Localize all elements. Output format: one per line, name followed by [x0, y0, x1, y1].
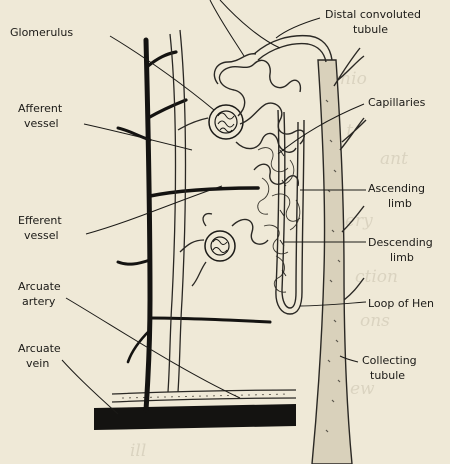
- arcuate-vein-shape: [94, 404, 296, 430]
- svg-text:ant: ant: [380, 149, 408, 169]
- label-arcuate-artery-line1: Arcuate: [18, 280, 61, 293]
- label-ascending-line1: Ascending: [368, 182, 425, 195]
- label-distal-line1: Distal convoluted: [325, 8, 421, 21]
- labels: Glomerulus Afferent vessel Efferent vess…: [10, 8, 434, 382]
- background-page-text: ohio h t ant ery ction ons ew ill: [130, 69, 408, 461]
- glomerulus-upper: [208, 104, 244, 140]
- arcuate-artery-stipple: [121, 393, 291, 399]
- label-descending-line2: limb: [390, 251, 414, 264]
- svg-text:ill: ill: [130, 441, 146, 461]
- leader-arcuate-artery: [65, 297, 241, 399]
- label-collecting-line1: Collecting: [362, 354, 417, 367]
- loop-of-henle: [275, 109, 305, 315]
- collecting-tubule: [253, 34, 367, 464]
- leader-distal-2: [219, 0, 281, 49]
- label-afferent-line2: vessel: [24, 117, 59, 130]
- leader-lines: [61, 0, 367, 415]
- label-collecting-line2: tubule: [370, 369, 405, 382]
- label-loop: Loop of Hen: [368, 297, 434, 310]
- svg-text:ons: ons: [360, 311, 390, 331]
- capillary-network: [257, 147, 301, 293]
- label-efferent-line2: vessel: [24, 229, 59, 242]
- label-glomerulus: Glomerulus: [10, 26, 73, 39]
- leader-efferent: [85, 185, 223, 235]
- svg-text:ery: ery: [345, 211, 373, 231]
- svg-text:ohio: ohio: [330, 69, 367, 89]
- label-descending-line1: Descending: [368, 236, 433, 249]
- label-capillaries: Capillaries: [368, 96, 426, 109]
- interlobular-artery: [167, 29, 209, 393]
- label-arcuate-vein-line2: vein: [26, 357, 49, 370]
- leader-distal-3: [275, 17, 321, 39]
- leader-distal-1: [209, 0, 245, 57]
- label-efferent-line1: Efferent: [18, 214, 62, 227]
- label-arcuate-vein-line1: Arcuate: [18, 342, 61, 355]
- svg-text:ew: ew: [350, 379, 375, 399]
- leader-loop: [299, 301, 367, 307]
- svg-text:ction: ction: [355, 267, 398, 287]
- leader-glomerulus: [109, 35, 215, 111]
- leader-collecting: [339, 355, 359, 363]
- leader-afferent: [83, 123, 193, 151]
- glomerulus-lower: [191, 212, 236, 287]
- leader-arcuate-vein: [61, 359, 119, 415]
- arcuate-artery-shape: [111, 389, 297, 403]
- convoluted-tubules: [213, 53, 305, 245]
- label-ascending-line2: limb: [388, 197, 412, 210]
- interlobular-vein: [116, 37, 272, 413]
- label-distal-line2: tubule: [353, 23, 388, 36]
- label-arcuate-artery-line2: artery: [22, 295, 56, 308]
- label-afferent-line1: Afferent: [18, 102, 63, 115]
- leader-capillaries: [277, 103, 365, 155]
